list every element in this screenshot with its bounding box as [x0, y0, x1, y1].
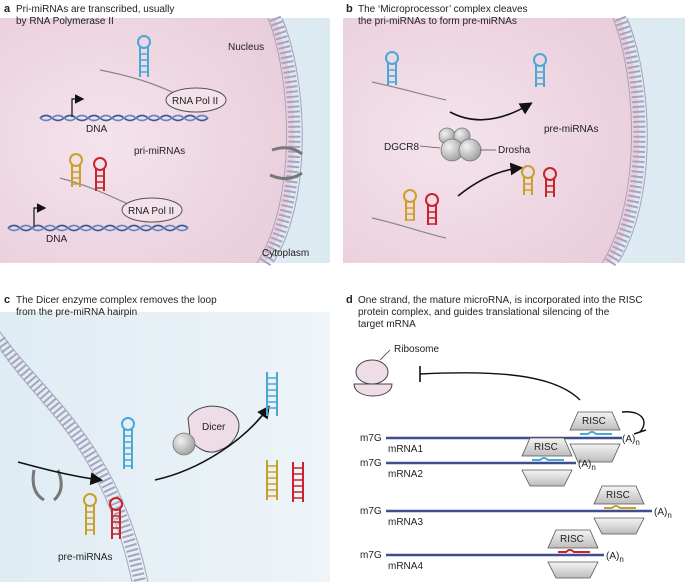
- m7g-label-4: m7G: [360, 550, 382, 561]
- pre-mirna-red-c: [109, 497, 123, 539]
- m7g-label-3: m7G: [360, 506, 382, 517]
- nucleus-label: Nucleus: [228, 42, 264, 53]
- m7g-label-1: m7G: [360, 433, 382, 444]
- dicer-label: Dicer: [202, 422, 226, 433]
- panel-a-caption-2: by RNA Polymerase II: [16, 16, 114, 27]
- panel-d-caption-2: protein complex, and guides translationa…: [358, 307, 610, 318]
- export-arrow: [17, 461, 104, 486]
- panel-a-letter: a: [4, 3, 11, 15]
- cleavage-arrow-1: [449, 102, 533, 121]
- panel-b-caption-2: the pri-miRNAs to form pre-miRNAs: [358, 16, 517, 27]
- nuclear-pore: [269, 146, 303, 180]
- panel-a: a Pri-miRNAs are transcribed, usually by…: [0, 3, 330, 267]
- m7g-label-2: m7G: [360, 458, 382, 469]
- panel-d-caption-3: target mRNA: [358, 319, 416, 330]
- pre-mirnas-label-c: pre-miRNAs: [58, 552, 112, 563]
- pre-mirnas-label-b: pre-miRNAs: [544, 124, 598, 135]
- mirna-duplex-yellow: [266, 460, 278, 500]
- polya-2: (A)n: [578, 459, 596, 472]
- pre-mirna-yellow-c: [83, 493, 97, 535]
- panel-d-letter: d: [346, 294, 353, 306]
- pri-mirna-hairpin-red: [93, 157, 107, 191]
- polya-1: (A)n: [622, 434, 640, 447]
- mirna-duplex-red: [292, 462, 304, 502]
- degradation-arrow: [621, 411, 645, 433]
- mrna-row-2: m7G mRNA2 RISC (A)n: [360, 437, 596, 487]
- dna-helix-2: [7, 224, 189, 232]
- panel-c-caption: The Dicer enzyme complex removes the loo…: [16, 295, 217, 306]
- dicing-arrow: [154, 405, 270, 481]
- rna-pol-label-1: RNA Pol II: [172, 96, 218, 107]
- panel-b-caption: The ‘Microprocessor’ complex cleaves: [358, 4, 528, 15]
- pre-mirna-blue-b: [533, 53, 547, 87]
- mirna-duplex-blue: [266, 372, 278, 416]
- rna-pol-label-2: RNA Pol II: [128, 206, 174, 217]
- rna-pol-ii-2: RNA Pol II: [121, 197, 183, 223]
- pri-mirna-yellow-b: [403, 189, 417, 221]
- pri-mirna-red-b: [425, 193, 439, 225]
- repression-arrow: [419, 372, 581, 401]
- panel-d: d One strand, the mature microRNA, is in…: [346, 294, 672, 579]
- pri-mirna-hairpin-blue: [137, 35, 151, 77]
- panel-c: c The Dicer enzyme complex removes the l…: [0, 294, 330, 582]
- dna-label-1: DNA: [86, 124, 107, 135]
- panel-b: b The ‘Microprocessor’ complex cleaves t…: [343, 3, 685, 267]
- mrna4-label: mRNA4: [388, 561, 423, 572]
- risc-label-2: RISC: [534, 442, 558, 453]
- risc-label-1: RISC: [582, 416, 606, 427]
- mrna3-label: mRNA3: [388, 517, 423, 528]
- panel-b-letter: b: [346, 3, 353, 15]
- transcription-start-arrow: [71, 94, 85, 117]
- mrna-row-1: m7G mRNA1 RISC (A)n: [360, 411, 640, 463]
- ribosome-label: Ribosome: [394, 344, 439, 355]
- pri-mirna-hairpin-yellow: [69, 153, 83, 187]
- panel-d-caption: One strand, the mature microRNA, is inco…: [358, 295, 643, 306]
- risc-label-3: RISC: [606, 490, 630, 501]
- drosha-label: Drosha: [498, 145, 531, 156]
- cleavage-arrow-2: [457, 162, 524, 197]
- risc-label-4: RISC: [560, 534, 584, 545]
- microprocessor-complex: [419, 127, 496, 162]
- pri-mirnas-label: pri-miRNAs: [134, 146, 185, 157]
- panel-c-letter: c: [4, 294, 10, 306]
- mrna-row-4: m7G mRNA4 RISC (A)n: [360, 529, 624, 579]
- rna-pol-ii-1: RNA Pol II: [165, 87, 227, 113]
- mrna-row-3: m7G mRNA3 RISC (A)n: [360, 485, 672, 535]
- pre-mirna-red-b: [543, 167, 557, 197]
- panel-c-caption-2: from the pre-miRNA hairpin: [16, 307, 137, 318]
- pre-mirna-blue-c: [121, 417, 135, 469]
- mrna1-label: mRNA1: [388, 444, 423, 455]
- dgcr8-label: DGCR8: [384, 142, 419, 153]
- pre-mirna-yellow-b: [521, 165, 535, 195]
- polya-3: (A)n: [654, 507, 672, 520]
- dicer-enzyme: Dicer: [172, 405, 240, 456]
- dna-label-2: DNA: [46, 234, 67, 245]
- dna-helix-1: [39, 114, 209, 122]
- mrna2-label: mRNA2: [388, 469, 423, 480]
- membrane-pore-c: [31, 469, 63, 502]
- panel-a-caption: Pri-miRNAs are transcribed, usually: [16, 4, 174, 15]
- cytoplasm-label: Cytoplasm: [262, 248, 309, 259]
- pri-mirna-blue-b: [385, 51, 399, 85]
- ribosome: [353, 349, 393, 397]
- polya-4: (A)n: [606, 551, 624, 564]
- cell-membrane: [0, 336, 146, 582]
